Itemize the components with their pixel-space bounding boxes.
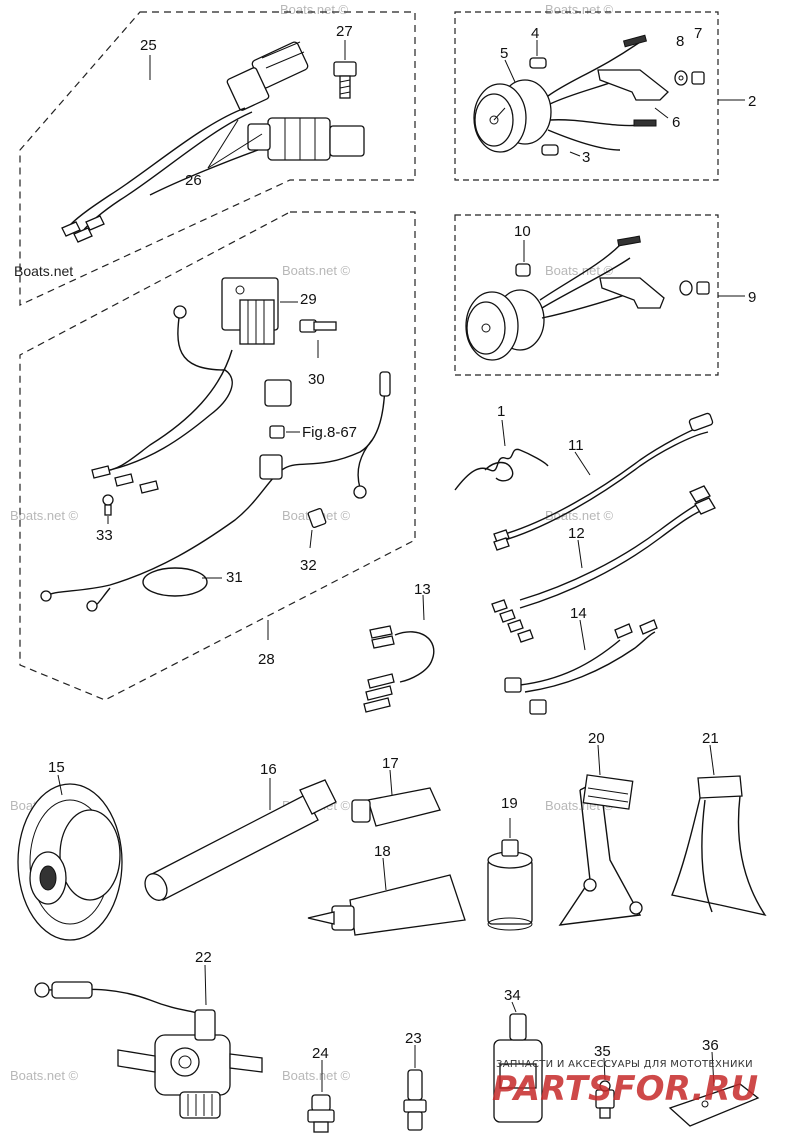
stand-20 <box>558 774 643 926</box>
dashed-group-border <box>19 11 416 306</box>
cable-14 <box>504 619 658 715</box>
sender-35 <box>595 1080 615 1119</box>
cable-11 <box>493 412 714 551</box>
footer-branding: ЗАПЧАСТИ И АКСЕССУАРЫ ДЛЯ МОТОТЕХНИКИ PA… <box>492 1059 758 1109</box>
promo-text: ЗАПЧАСТИ И АКСЕССУАРЫ ДЛЯ МОТОТЕХНИКИ <box>496 1059 753 1070</box>
watermark: Boats.net © <box>282 263 351 278</box>
relay <box>264 379 292 407</box>
rectifier-29 <box>221 277 279 345</box>
flywheel-15 <box>17 783 123 941</box>
callout-35: 35 <box>594 1043 611 1060</box>
callout-14: 14 <box>570 605 587 622</box>
callout-28: 28 <box>258 651 275 668</box>
callout-34: 34 <box>504 987 521 1004</box>
callout-12: 12 <box>568 525 585 542</box>
bottle-34 <box>493 1013 543 1123</box>
callout-25: 25 <box>140 37 157 54</box>
gauge-5 <box>473 79 552 153</box>
primer-22 <box>34 981 263 1119</box>
bulb-4 <box>529 57 547 69</box>
tube-18 <box>307 874 466 936</box>
callout-32: 32 <box>300 557 317 574</box>
dashed-box-9 <box>454 214 719 376</box>
can-19 <box>487 839 533 931</box>
callout-27: 27 <box>336 23 353 40</box>
bracket-6 <box>597 69 669 101</box>
callout-16: 16 <box>260 761 277 778</box>
valve-23 <box>403 1069 427 1131</box>
callout-26: 26 <box>185 172 202 189</box>
callout-24: 24 <box>312 1045 329 1062</box>
bulb-3 <box>541 144 559 156</box>
callout-33: 33 <box>96 527 113 544</box>
callout-7: 7 <box>694 25 702 42</box>
screw-32 <box>307 508 327 528</box>
figure-reference: Fig.8-67 <box>302 424 357 441</box>
shaft-16 <box>144 779 337 901</box>
bracket-9 <box>599 277 665 309</box>
callout-20: 20 <box>588 730 605 747</box>
callout-4: 4 <box>531 25 539 42</box>
callout-31: 31 <box>226 569 243 586</box>
watermark-dark: Boats.net <box>14 263 73 279</box>
fuse <box>269 425 285 439</box>
group-rectifier: 29 30 Fig.8-67 31 32 33 28 <box>19 211 416 701</box>
group-hourmeter: 9 10 <box>454 214 756 376</box>
callout-22: 22 <box>195 949 212 966</box>
callout-13: 13 <box>414 581 431 598</box>
gauge-9 <box>465 289 545 361</box>
watermark: Boats.net © <box>280 2 349 17</box>
callout-29: 29 <box>300 291 317 308</box>
ignition-coil-lower <box>247 117 365 161</box>
dashed-group-border <box>19 211 416 701</box>
cable-13 <box>363 625 435 713</box>
group-accessories: 15 16 17 18 19 <box>17 730 767 1133</box>
callout-2: 2 <box>748 93 756 110</box>
callout-6: 6 <box>672 114 680 131</box>
watermark: Boats.net © <box>10 1068 79 1083</box>
watermark: Boats.net © <box>545 2 614 17</box>
group-ignition: 25 27 26 <box>19 11 416 306</box>
callout-1: 1 <box>497 403 505 420</box>
cable-12 <box>491 485 716 643</box>
watermark: Boats.net © <box>545 508 614 523</box>
tube-17 <box>351 787 441 827</box>
fitting-24 <box>307 1094 335 1133</box>
callout-23: 23 <box>405 1030 422 1047</box>
callout-30: 30 <box>308 371 325 388</box>
bolt-30 <box>299 319 337 333</box>
brand-logo: PARTSFOR.RU <box>492 1069 758 1109</box>
ignition-coil-upper <box>226 41 309 111</box>
callout-9: 9 <box>748 289 756 306</box>
callout-8: 8 <box>676 33 684 50</box>
bolt-27 <box>333 61 357 99</box>
pad-36 <box>668 1083 760 1127</box>
callout-11: 11 <box>568 437 584 454</box>
callout-10: 10 <box>514 223 531 240</box>
watermark: Boats.net © <box>10 508 79 523</box>
callout-15: 15 <box>48 759 65 776</box>
watermark: Boats.net © <box>545 263 614 278</box>
callout-5: 5 <box>500 45 508 62</box>
callout-17: 17 <box>382 755 399 772</box>
callout-19: 19 <box>501 795 518 812</box>
nut-7 <box>691 71 705 85</box>
stand-21 <box>671 775 767 917</box>
callout-21: 21 <box>702 730 719 747</box>
group-cables: 1 11 12 <box>363 403 716 715</box>
dashed-box-2 <box>454 11 719 181</box>
screw-33 <box>102 494 114 516</box>
spring-1 <box>454 448 549 491</box>
group-tachometer: 2 4 5 6 7 8 3 <box>454 11 756 181</box>
washer-8 <box>674 70 688 86</box>
watermark: Boats.net © <box>282 1068 351 1083</box>
callout-36: 36 <box>702 1037 719 1054</box>
bulb-10 <box>515 263 531 277</box>
callout-3: 3 <box>582 149 590 166</box>
callout-18: 18 <box>374 843 391 860</box>
